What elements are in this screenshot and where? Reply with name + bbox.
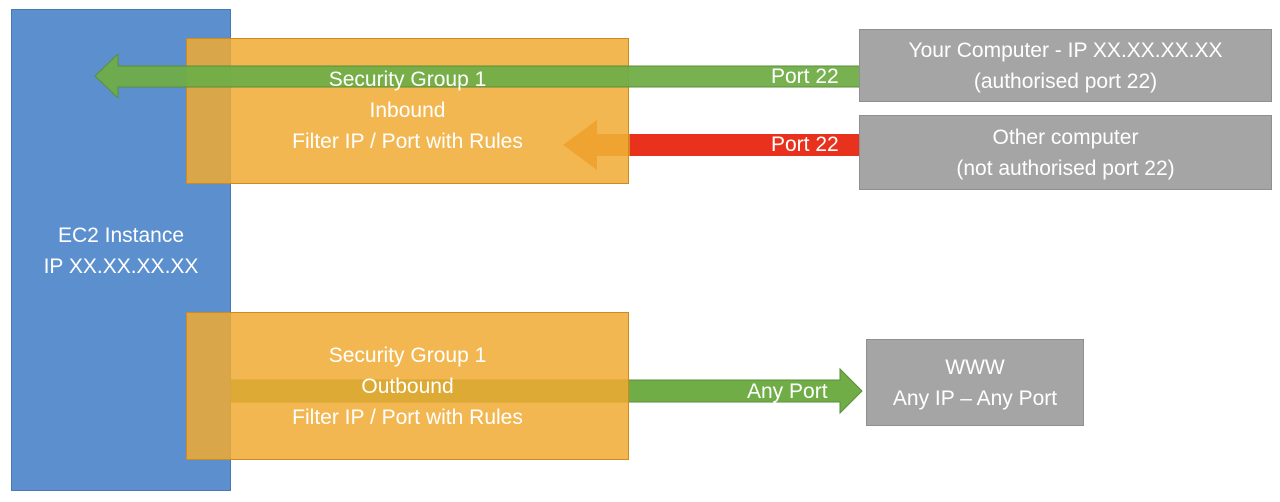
sg-outbound-title: Security Group 1 (328, 344, 487, 367)
ec2-instance-label: EC2 Instance IP XX.XX.XX.XX (11, 220, 231, 282)
ec2-title: EC2 Instance (57, 224, 185, 247)
sg-inbound-title: Security Group 1 (328, 68, 487, 91)
security-group-inbound-label: Security Group 1 Inbound Filter IP / Por… (186, 64, 629, 157)
other-computer-box: Other computer (not authorised port 22) (859, 115, 1272, 190)
www-title: WWW (945, 355, 1005, 379)
your-computer-title: Your Computer - IP XX.XX.XX.XX (908, 38, 1223, 62)
www-note: Any IP – Any Port (892, 386, 1058, 410)
blocked-arrow-shaft (600, 134, 860, 156)
sg-inbound-direction: Inbound (369, 99, 446, 122)
blocked-port-label: Port 22 (771, 133, 839, 156)
security-group-outbound-box (186, 312, 629, 460)
ec2-ip: IP XX.XX.XX.XX (43, 255, 199, 278)
your-computer-note: (authorised port 22) (973, 69, 1158, 93)
outbound-port-label: Any Port (747, 380, 828, 403)
security-group-outbound-label: Security Group 1 Outbound Filter IP / Po… (186, 340, 629, 433)
sg-outbound-description: Filter IP / Port with Rules (292, 406, 523, 429)
authorised-port-label: Port 22 (771, 65, 839, 88)
other-computer-note: (not authorised port 22) (956, 156, 1175, 180)
sg-inbound-description: Filter IP / Port with Rules (292, 130, 523, 153)
your-computer-box: Your Computer - IP XX.XX.XX.XX (authoris… (859, 29, 1272, 102)
sg-outbound-direction: Outbound (361, 375, 454, 398)
other-computer-title: Other computer (992, 125, 1139, 149)
www-box: WWW Any IP – Any Port (866, 339, 1084, 426)
security-group-inbound-box (186, 38, 629, 184)
